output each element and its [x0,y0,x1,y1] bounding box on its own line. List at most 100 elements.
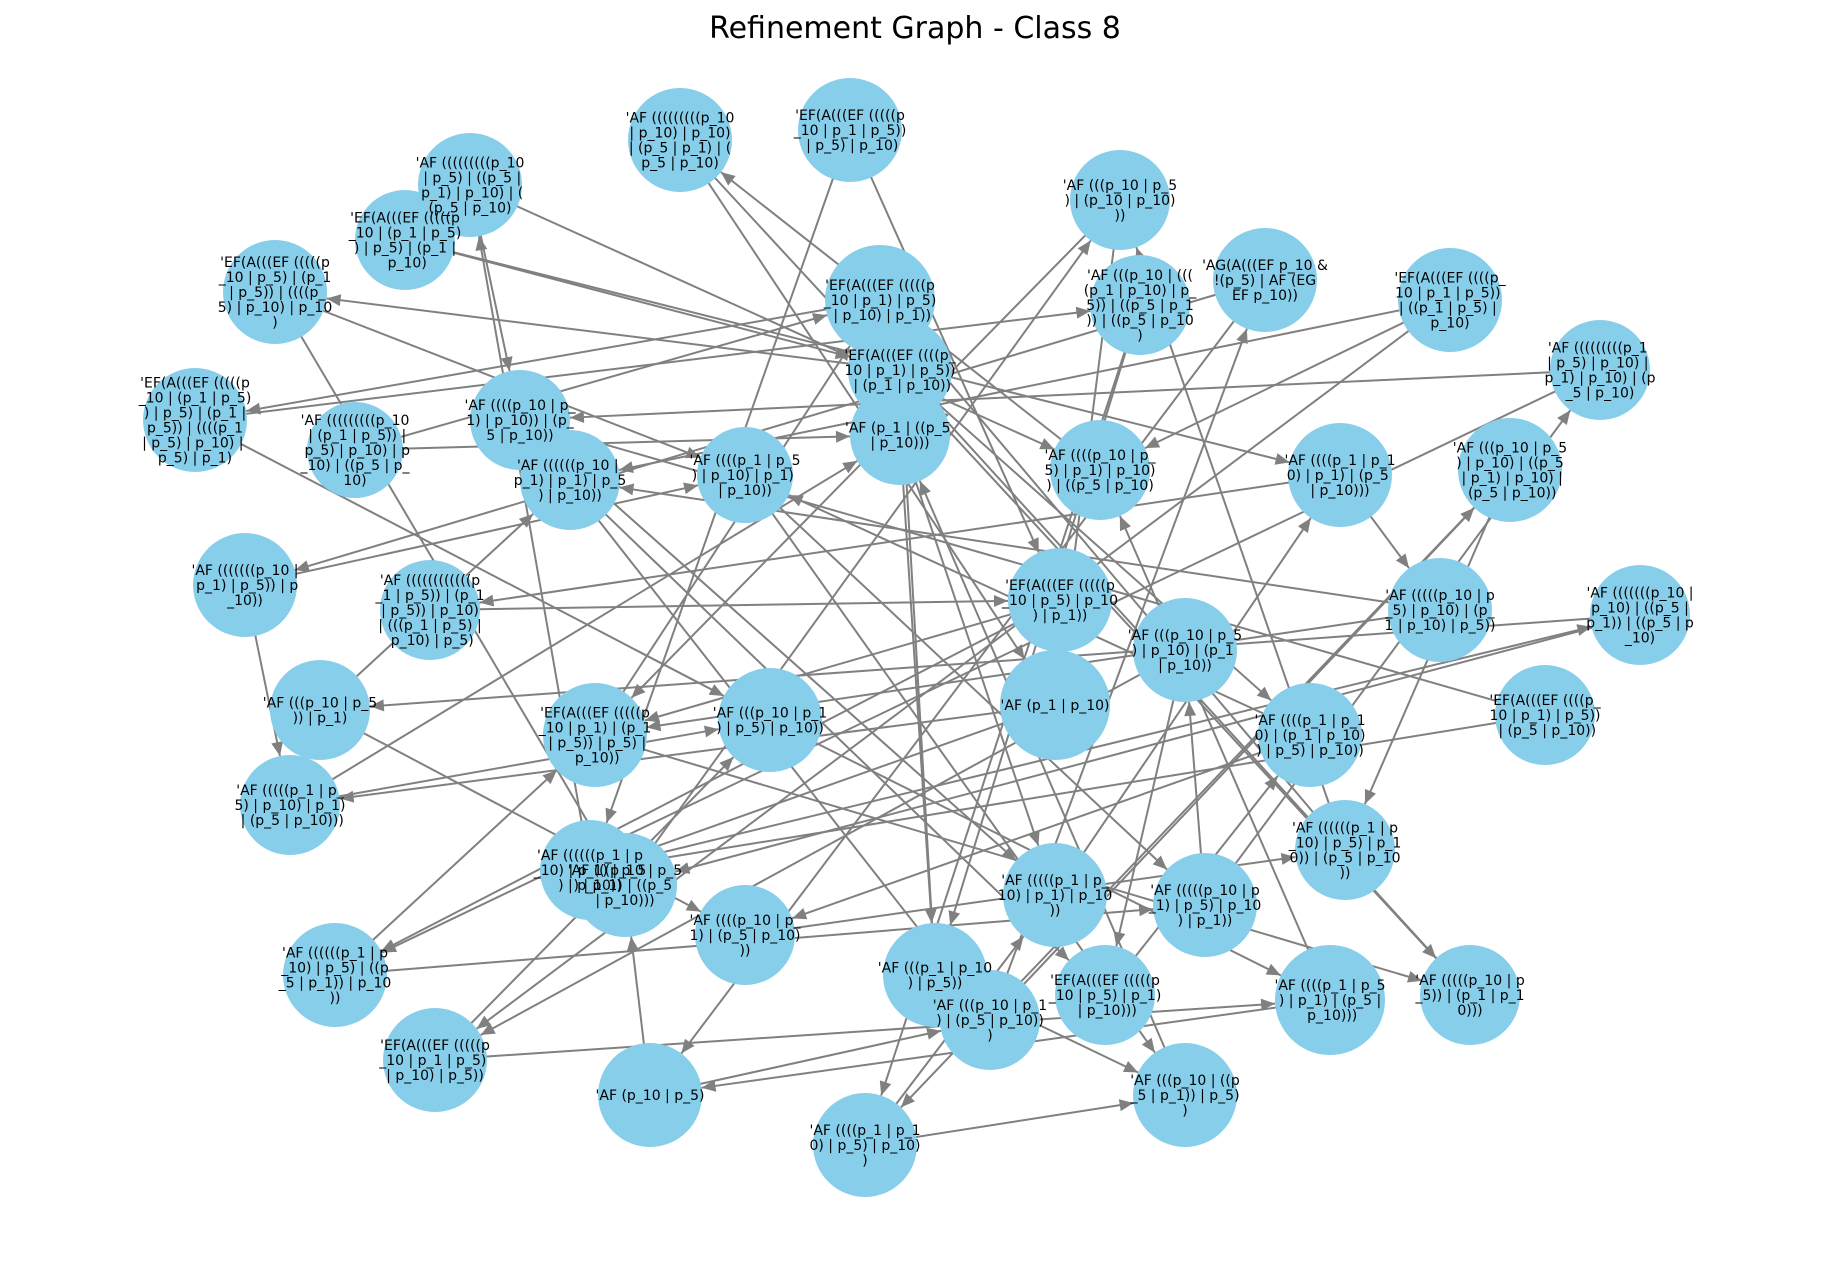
edge-68 [644,599,1061,722]
graph-node-34 [695,885,795,985]
graph-node-16 [1590,565,1690,665]
edge-arrowhead-27 [703,725,719,738]
graph-node-27 [193,533,297,637]
edge-arrowhead-82 [1236,328,1248,344]
edge-64 [1144,299,1451,450]
edge-75 [594,345,851,736]
edge-arrowhead-51 [1274,453,1290,465]
edge-35 [1054,517,1312,896]
graph-node-8 [1090,255,1190,355]
edge-arrowhead-53 [948,910,961,926]
graph-node-44 [825,245,935,355]
graph-node-3 [223,240,327,344]
edge-arrowhead-0 [1075,306,1091,319]
edge-45 [624,239,1092,886]
graph-node-19 [1008,548,1112,652]
graph-node-47 [940,970,1040,1070]
edge-arrowhead-4 [500,356,513,372]
node-label-23: 'AF (p_10 | p_5) [596,1088,705,1104]
node-label-12: 'AF (((((((((p_1 | p_5) | p_10) | p_1) |… [1544,341,1655,402]
edge-30 [744,474,1168,871]
node-label-14: 'AF (((((p_10 | p_5) | p_10) | (p_1 | p_… [1384,588,1495,634]
edge-arrowhead-71 [1138,904,1154,917]
edge-arrowhead-84 [708,684,724,696]
node-label-37: 'AF ((((p_1 | p_5) | p_1) | (p_5 | p_10)… [1275,978,1386,1024]
node-label-24: 'EF(A(((EF (((((p_10 | p_1 | p_5) | p_10… [378,1038,491,1084]
edge-arrowhead-65 [1364,788,1376,805]
edge-arrowhead-29 [1054,946,1069,961]
graph-node-37 [1275,945,1385,1055]
edge-arrowhead-74 [1141,1037,1155,1053]
edge-arrowhead-11 [569,411,585,424]
edge-arrowhead-49 [993,595,1009,608]
edge-arrowhead-89 [476,1015,492,1029]
node-label-27: 'AF (((((((p_10 | p_1) | p_5)) | p_10)) [191,563,298,609]
node-label-36: 'AF (((((p_1 | p_10) | p_1) | p_10)) [998,873,1112,919]
edge-arrowhead-35 [1297,518,1311,533]
graph-node-48 [1055,945,1155,1045]
graph-node-20 [1000,650,1110,760]
edge-84 [194,419,725,697]
edge-arrowhead-67 [788,495,804,507]
node-label-5: 'AF (((((((((p_10 | p_5) | ((p_5 | p_1) … [416,156,525,217]
node-label-2: 'AF ((((((((((((p_1 | p_5)) | (p_1 | p_5… [374,573,484,649]
node-label-44: 'EF(A(((EF (((((p_10 | p_1) | p_5) | p_1… [823,278,937,324]
edge-arrowhead-68 [644,710,661,723]
edge-43 [246,299,881,413]
graph-node-42 [1050,420,1150,520]
node-label-9: 'AF (((p_10 | p_5) | (p_10 | p_10))) [1063,178,1177,224]
edge-arrowhead-1 [835,430,851,443]
edge-arrowhead-43 [246,402,262,415]
node-label-7: 'EF(A(((EF (((((p_10 | p_1 | p_5)) | p_5… [793,108,907,154]
graph-node-30 [520,430,620,530]
edge-2 [274,291,701,459]
node-label-18: 'AF (((p_10 | p_5) | p_10) | (p_1 | p_10… [1128,628,1242,674]
graph-node-41 [1288,423,1392,527]
edge-arrowhead-83 [1184,701,1197,717]
edge-arrowhead-48 [1557,410,1571,426]
edge-arrowhead-34 [1122,1061,1139,1073]
node-label-4: 'EF(A(((EF (((((p_10 | (p_1 | p_5)) | p_… [348,211,462,272]
edge-arrowhead-61 [1260,998,1276,1011]
edge-arrowhead-86 [605,807,617,823]
edge-arrowhead-79 [1395,553,1410,569]
edge-arrowhead-44 [475,236,488,252]
edge-arrowhead-52 [1422,943,1437,959]
edge-11 [569,369,1601,419]
edge-arrowhead-58 [1113,931,1126,947]
graph-node-28 [240,755,340,855]
graph-node-1 [307,402,403,498]
edge-arrowhead-73 [1001,846,1017,861]
graph-node-25 [283,923,387,1027]
graph-node-7 [798,78,902,182]
edge-59 [636,704,1056,855]
node-label-28: 'AF (((((p_1 | p_5) | p_10) | p_1) | (p_… [234,783,345,829]
node-label-11: 'EF(A(((EF ((((p_10 | p_1 | p_5)) | ((p_… [1394,271,1506,332]
edge-arrowhead-7 [879,1080,892,1096]
edge-arrowhead-55 [381,941,398,953]
node-label-46: 'AF (((p_10 | p_5) | p_1) | ((p_5 | p_10… [568,863,682,909]
edge-arrowhead-32 [1406,971,1423,983]
edge-arrowhead-70 [926,1027,942,1040]
graph-node-2 [380,560,480,660]
node-label-6: 'AF (((((((((p_10 | p_10) | p_10) | (p_5… [625,111,735,172]
edge-arrowhead-41 [720,172,736,186]
edge-arrowhead-47 [1264,775,1278,791]
edge-5 [679,139,1026,660]
edge-arrowhead-40 [479,594,495,607]
node-label-45: 'AF ((((((p_1 | p_10) | p_1) | p_5) | p_… [533,848,647,894]
graph-node-0 [143,368,247,472]
node-label-3: 'EF(A(((EF (((((p_10 | p_5) | (p_1 | p_5… [218,255,333,331]
node-label-0: 'EF(A(((EF (((((p_10 | (p_1 | p_5)) | p_… [138,376,252,467]
node-label-8: 'AF (((p_10 | ((((p_1 | p_10) | p_5)) | … [1084,268,1198,344]
edge-85 [469,184,1055,451]
edge-arrowhead-16 [792,907,808,920]
node-label-47: 'AF (((p_10 | p_1) | (p_5 | p_10))) [933,998,1047,1044]
graph-node-49 [1153,853,1257,957]
node-label-43: 'EF(A(((EF ((((p_10 | p_1) | p_5)) | (p_… [844,348,956,394]
node-label-20: 'AF (p_1 | p_10) [1001,698,1110,714]
graph-node-14 [1388,558,1492,662]
